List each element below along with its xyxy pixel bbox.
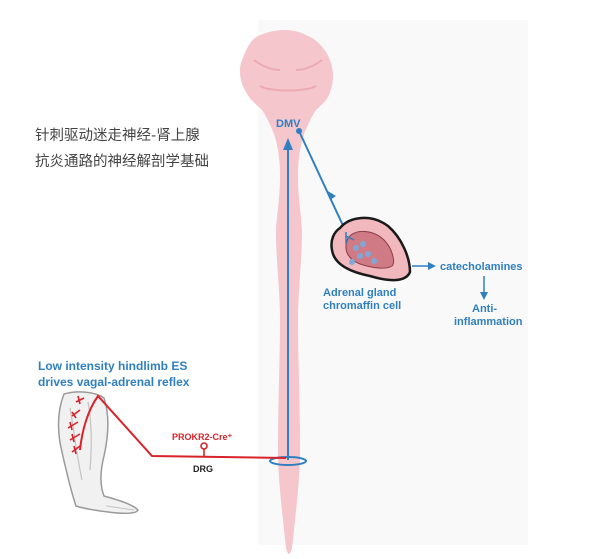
chromaffin-cell [360, 241, 366, 247]
release-arrow-head [428, 262, 436, 270]
chromaffin-cell [353, 245, 359, 251]
es-label-line-2: drives vagal-adrenal reflex [38, 375, 190, 389]
prokr2-label: PROKR2-Cre⁺ [172, 432, 233, 442]
caption-line-2: 抗炎通路的神经解剖学基础 [35, 153, 209, 170]
nerve-branch [69, 433, 81, 443]
drg-label: DRG [193, 464, 213, 474]
nerve-branch [71, 409, 81, 419]
anti-label-line-2: inflammation [454, 316, 523, 328]
sensory-nerve [67, 394, 287, 459]
brain-fold-mid [259, 85, 317, 92]
chromaffin-cell [357, 253, 363, 259]
nerve-terminal [345, 232, 355, 244]
adrenal-label-line-2: chromaffin cell [323, 300, 401, 312]
hindlimb-illustration [57, 391, 139, 515]
drg-node [200, 442, 208, 450]
caption-line-1: 针刺驱动迷走神经-肾上腺 [35, 127, 200, 144]
hindlimb-muscle-line [87, 401, 92, 471]
vagal-arrow-head [326, 190, 336, 200]
spinal-entry-ring [269, 456, 307, 466]
adrenal-label-line-1: Adrenal gland [323, 287, 396, 299]
hindlimb-muscle-line [69, 407, 83, 481]
sensory-nerve-path [79, 394, 287, 459]
dmv-label: DMV [276, 118, 301, 130]
vagal-efferent [298, 130, 347, 233]
hindlimb-outline [57, 391, 139, 515]
nerve-branch [71, 445, 81, 455]
es-label-line-1: Low intensity hindlimb ES [38, 359, 187, 373]
brain-fold-left [253, 59, 281, 71]
chromaffin-cell [371, 258, 377, 264]
anti-label-line-1: Anti- [472, 303, 497, 315]
chromaffin-cell [349, 259, 355, 265]
ascending-arrow-head [283, 138, 293, 150]
nerve-branch [75, 395, 85, 405]
anti-inflammation-arrow-head [480, 292, 488, 300]
hindlimb-toe-line [105, 505, 135, 511]
brain-fold-right [295, 59, 323, 71]
chromaffin-cell [365, 251, 371, 257]
adrenal-gland [330, 216, 412, 282]
nerve-branch [67, 421, 79, 431]
spinal-cord-shape [239, 30, 333, 554]
catecholamines-label: catecholamines [440, 261, 523, 273]
brain-spinal-cord [239, 30, 333, 554]
